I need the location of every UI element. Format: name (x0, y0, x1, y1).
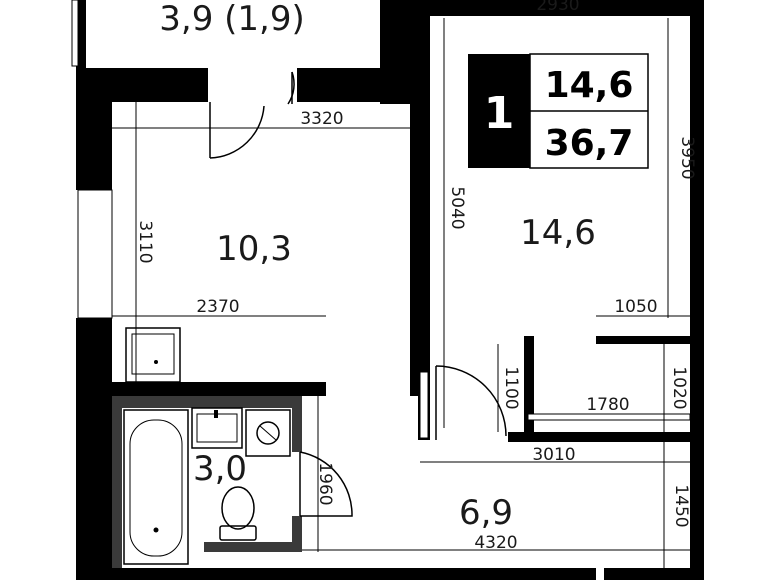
apartment-badge: 1 14,6 36,7 (468, 53, 649, 169)
dim-2930: 2930 (536, 0, 579, 15)
badge-rooms: 1 (484, 88, 515, 139)
dim-3010: 3010 (532, 445, 575, 465)
wall-stub-inner (419, 371, 429, 439)
dim-2370: 2370 (196, 297, 239, 317)
badge-total-area: 36,7 (545, 123, 634, 164)
doors (209, 71, 507, 517)
washing-machine-drum (256, 421, 280, 445)
kitchen-area: 10,3 (216, 229, 292, 269)
toilet-bowl (221, 486, 255, 530)
washing-machine (245, 409, 291, 457)
dim-3110: 3110 (135, 220, 155, 263)
wall-closet-top (596, 336, 690, 344)
wall-balcony-right (380, 0, 414, 104)
bathroom-sink-basin (196, 413, 238, 443)
wall-bath-top (112, 396, 302, 408)
wall-living-hall-right (508, 432, 690, 442)
dim-1450: 1450 (671, 484, 691, 527)
faucet (214, 410, 218, 418)
badge-rooms-box (468, 54, 530, 168)
dim-1780: 1780 (586, 395, 629, 415)
badge-living-area: 14,6 (545, 65, 634, 106)
wall-kitchen-bath (112, 382, 326, 396)
washing-machine-mark (259, 425, 277, 441)
living-room-area: 14,6 (520, 213, 596, 253)
dim-1020: 1020 (669, 366, 689, 409)
dim-3320: 3320 (300, 109, 343, 129)
bathtub-inner (129, 419, 183, 557)
dimension-labels: 2930 3950 3320 3110 5040 2370 1050 1100 … (135, 0, 697, 553)
wall-bottom (76, 568, 596, 580)
wall-balcony-left (76, 0, 86, 68)
bathroom-area: 3,0 (193, 449, 247, 489)
bathroom-sink (191, 407, 243, 449)
wall-left-upper (76, 68, 112, 190)
balcony-door-arc-right (287, 71, 295, 105)
room-labels: 3,9 (1,9) 10,3 14,6 3,0 6,9 (159, 0, 596, 533)
wall-bath-left (112, 396, 122, 580)
kitchen-window (77, 189, 113, 319)
kitchen-sink-drain (154, 360, 158, 364)
dim-1100: 1100 (501, 366, 521, 409)
bathtub-drain (153, 527, 159, 533)
wall-kitchen-living (410, 0, 430, 396)
wall-bath-right-lower (292, 516, 302, 552)
living-door-arc (435, 365, 507, 437)
dim-1960: 1960 (315, 462, 335, 505)
bathtub (123, 409, 189, 565)
dim-5040: 5040 (447, 186, 467, 229)
hallway-area: 6,9 (459, 493, 513, 533)
wall-bottom-right (604, 568, 690, 580)
dim-1050: 1050 (614, 297, 657, 317)
balcony-door-arc-left (209, 105, 265, 159)
dim-3950: 3950 (677, 136, 697, 179)
balcony-window (71, 0, 79, 67)
toilet-tank (219, 525, 257, 541)
wall-bath-bottom (204, 542, 302, 552)
bath-door-arc (299, 451, 353, 517)
kitchen-sink (125, 327, 181, 383)
dimension-lines (112, 7, 690, 568)
kitchen-sink-basin (131, 333, 175, 375)
wall-closet-left (524, 336, 534, 442)
wall-top-right (297, 68, 383, 102)
wall-bath-right-upper (292, 396, 302, 452)
wall-right (690, 0, 704, 580)
balcony-area: 3,9 (1,9) (159, 0, 304, 39)
fixtures (123, 327, 291, 565)
wall-left-lower (76, 318, 112, 580)
dim-4320: 4320 (474, 533, 517, 553)
